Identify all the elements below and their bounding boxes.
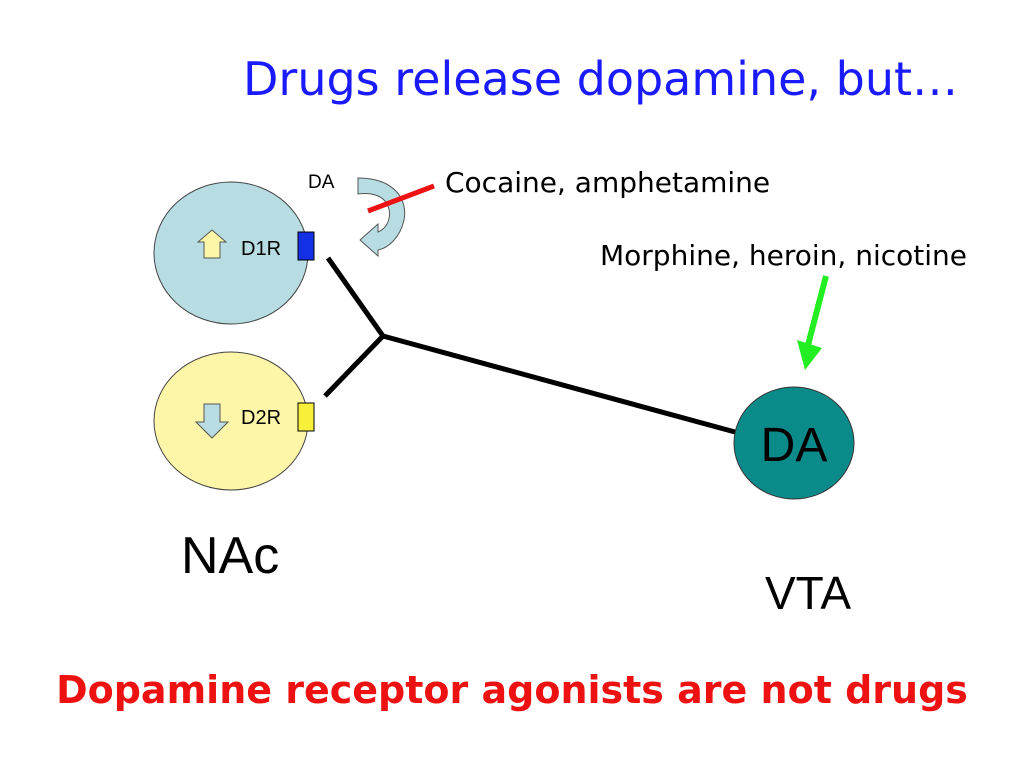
axon-to-d2 (323, 334, 385, 398)
down-arrow-icon (194, 403, 230, 439)
d1-neuron (153, 181, 309, 325)
d2-receptor (297, 402, 315, 432)
reuptake-block-line (367, 183, 435, 214)
vta-da-neuron (733, 386, 855, 500)
d1r-label: D1R (241, 238, 282, 260)
vta-neuron-label: DA (760, 419, 828, 472)
morphine-heroin-nicotine-label: Morphine, heroin, nicotine (600, 239, 967, 272)
d2r-label: D2R (241, 407, 282, 429)
footer-statement: Dopamine receptor agonists are not drugs (56, 668, 968, 712)
slide-title: Drugs release dopamine, but… (243, 52, 959, 106)
green-arrow-icon (797, 275, 829, 370)
d1-receptor (297, 231, 315, 261)
curved-arrow-icon (357, 177, 406, 258)
up-arrow-icon (196, 229, 228, 259)
dopamine-release-label: DA (308, 172, 335, 193)
axon-to-d1 (325, 256, 386, 338)
d2-neuron (153, 351, 309, 491)
vta-label: VTA (765, 567, 852, 619)
nac-label: NAc (181, 527, 280, 585)
cocaine-amphetamine-label: Cocaine, amphetamine (445, 166, 771, 199)
axon-main (382, 333, 736, 435)
